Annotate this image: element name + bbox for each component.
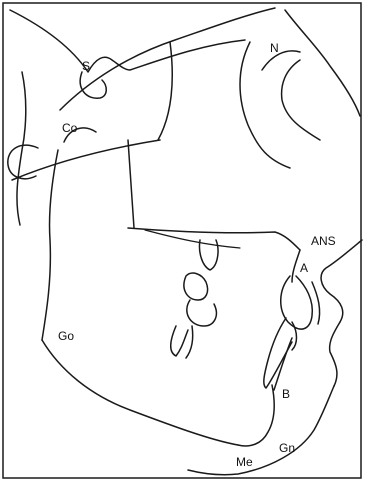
landmark-label-co: Co [62,121,78,135]
orbit-rim-2 [240,42,290,168]
ear-rod [8,145,38,179]
landmark-label-s: S [82,59,90,73]
landmark-label-go: Go [58,329,74,343]
symphysis-outline [238,385,274,446]
landmark-label-a: A [300,261,308,275]
upper-molar-2 [187,300,217,326]
landmark-label-me: Me [236,455,253,469]
soft-tissue-lower-lip [330,322,340,386]
mandible-lower-border [42,340,238,445]
nasion-soft-contour [262,51,300,70]
lower-molar [171,326,188,356]
upper-incisor [281,276,313,329]
pterygoid-line [128,140,134,228]
soft-tissue-chin [188,386,334,475]
ramus-posterior [42,150,58,340]
posterior-head-outline [17,72,26,225]
soft-tissue-upper-lip [312,282,320,324]
figure-frame [3,3,361,478]
landmark-label-gn: Gn [279,441,295,455]
landmark-label-ans: ANS [311,234,336,248]
soft-tissue-nose [321,240,362,322]
cranial-base-outline [10,10,245,72]
anterior-mandible [274,338,292,390]
nasal-bone [282,60,320,140]
upper-molar-1 [184,273,208,300]
palatal-plane [128,228,300,250]
landmark-label-b: B [282,387,290,401]
landmark-label-n: N [270,41,279,55]
anterior-maxilla [292,250,300,282]
